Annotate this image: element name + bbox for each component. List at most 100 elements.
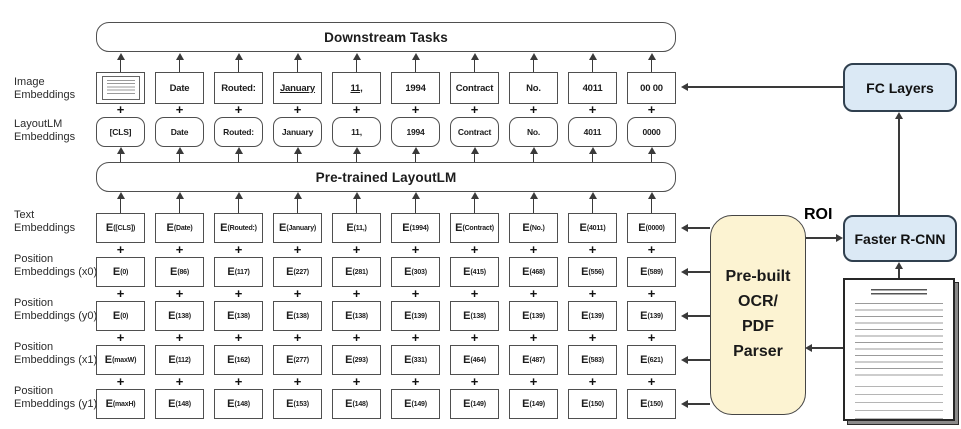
cell-text: Contract [457, 127, 492, 137]
plus-sign: + [234, 102, 243, 117]
embedding-subscript: (468) [529, 268, 546, 276]
embedding-subscript: (86) [177, 268, 189, 276]
x1-embedding-cell: E(621) [627, 345, 676, 375]
embedding-subscript: (415) [470, 268, 487, 276]
plus-sign: + [293, 102, 302, 117]
y1-embedding-cell: E(149) [450, 389, 499, 419]
embedding-symbol: E [105, 398, 113, 410]
embedding-symbol: E [227, 310, 235, 322]
embedding-symbol: E [105, 222, 114, 234]
ocr-parser-label-line: Pre-built [725, 268, 791, 286]
arrow-line [355, 198, 358, 213]
cell-text: 1994 [406, 127, 425, 137]
embedding-subscript: (Contract) [462, 224, 494, 232]
arrow-up-icon [529, 192, 538, 199]
arrow-up-icon [352, 192, 361, 199]
arrow-line [687, 359, 710, 361]
embedding-subscript: (589) [647, 268, 664, 276]
plus-sign: + [293, 242, 302, 257]
embedding-subscript: (138) [293, 312, 310, 320]
plus-sign: + [529, 102, 538, 117]
embedding-subscript: (150) [588, 400, 605, 408]
embedding-subscript: (0) [120, 312, 129, 320]
arrow-line [119, 198, 122, 213]
plus-sign: + [411, 374, 420, 389]
embedding-subscript: (583) [588, 356, 605, 364]
layoutlm-embedding-cell: [CLS] [96, 117, 145, 147]
embedding-symbol: E [640, 398, 648, 410]
arrow-line [119, 59, 122, 72]
plus-sign: + [116, 374, 125, 389]
plus-sign: + [234, 242, 243, 257]
arrow-line [687, 227, 710, 229]
arrow-up-icon [234, 147, 243, 154]
embedding-subscript: (117) [234, 268, 250, 276]
plus-sign: + [175, 330, 184, 345]
arrow-line [898, 268, 900, 278]
y1-embedding-cell: E(150) [568, 389, 617, 419]
embedding-symbol: E [404, 354, 412, 366]
embedding-subscript: (maxH) [112, 400, 136, 408]
arrow-line [687, 403, 710, 405]
embedding-symbol: E [168, 398, 176, 410]
embedding-symbol: E [581, 266, 589, 278]
plus-sign: + [470, 286, 479, 301]
cell-text: Date [170, 127, 189, 137]
plus-sign: + [647, 374, 656, 389]
arrow-line [591, 59, 594, 72]
embedding-symbol: E [640, 354, 648, 366]
arrow-line [532, 198, 535, 213]
ocr-parser-box: Pre-built OCR/ PDF Parser [710, 215, 806, 415]
y1-embedding-cell: E(148) [214, 389, 263, 419]
row-label-line: Embeddings (y0) [14, 310, 98, 322]
layoutlm-embedding-cell: No. [509, 117, 558, 147]
embedding-subscript: (0000) [645, 224, 665, 232]
plus-sign: + [588, 242, 597, 257]
x0-embedding-cell: E(556) [568, 257, 617, 287]
image-embedding-cell: No. [509, 72, 558, 104]
plus-sign: + [293, 374, 302, 389]
embedding-symbol: E [581, 310, 589, 322]
arrow-line [473, 59, 476, 72]
x1-embedding-cell: E(464) [450, 345, 499, 375]
y1-embedding-cell: E(149) [509, 389, 558, 419]
embedding-subscript: (149) [529, 400, 546, 408]
embedding-subscript: (4011) [586, 224, 606, 232]
plus-sign: + [647, 286, 656, 301]
plus-sign: + [470, 330, 479, 345]
arrow-up-icon [588, 147, 597, 154]
embedding-subscript: (138) [234, 312, 251, 320]
embedding-subscript: (138) [352, 312, 369, 320]
embedding-subscript: (112) [175, 356, 191, 364]
arrow-up-icon [647, 147, 656, 154]
embedding-symbol: E [170, 266, 178, 278]
y1-embedding-cell: E(148) [155, 389, 204, 419]
layoutlm-embedding-cell: January [273, 117, 322, 147]
text-embedding-cell: E(January) [273, 213, 322, 243]
embedding-symbol: E [463, 310, 471, 322]
embedding-subscript: (621) [647, 356, 664, 364]
embedding-symbol: E [581, 398, 589, 410]
arrow-line [806, 237, 836, 239]
plus-sign: + [352, 374, 361, 389]
x0-embedding-cell: E(227) [273, 257, 322, 287]
arrow-line [650, 198, 653, 213]
embedding-symbol: E [522, 266, 530, 278]
arrow-up-icon [588, 192, 597, 199]
x0-embedding-cell: E(303) [391, 257, 440, 287]
faster-rcnn-box: Faster R-CNN [843, 215, 957, 262]
plus-sign: + [411, 102, 420, 117]
cell-text: Date [169, 82, 190, 94]
text-embedding-cell: E(Contract) [450, 213, 499, 243]
row-label-line: Embeddings (x0) [14, 266, 98, 278]
cell-text: [CLS] [109, 127, 132, 137]
embedding-subscript: (0) [120, 268, 129, 276]
embedding-symbol: E [346, 222, 354, 234]
cell-text: 11, [350, 82, 363, 94]
arrow-line [237, 153, 240, 162]
plus-sign: + [588, 374, 597, 389]
embedding-symbol: E [640, 310, 648, 322]
